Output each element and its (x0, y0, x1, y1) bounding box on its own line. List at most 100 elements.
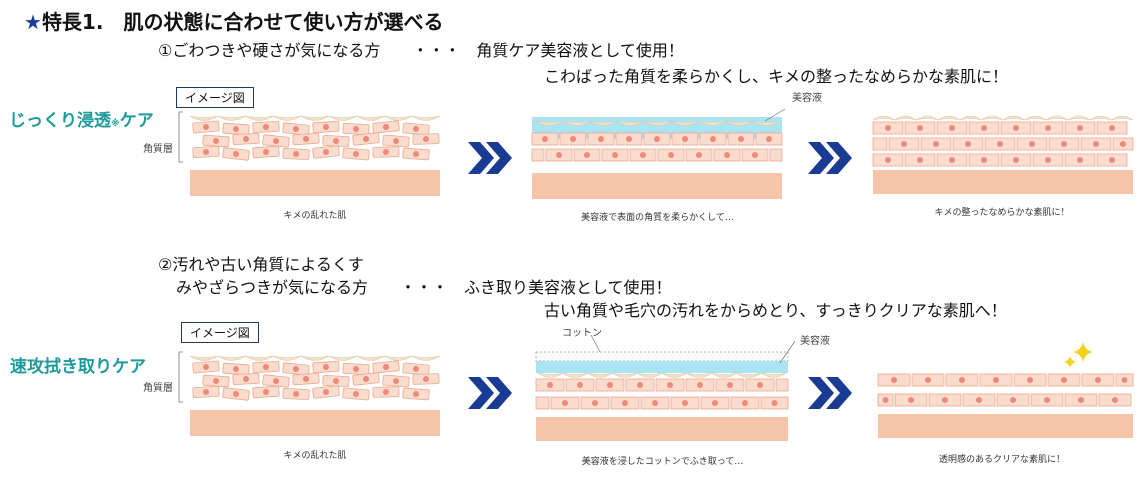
cell-nucleus (353, 366, 359, 372)
corneum-flake (761, 372, 787, 378)
section1-serum-label: 美容液 (792, 93, 822, 104)
corneum-flake (328, 115, 357, 121)
cell-nucleus (1112, 397, 1118, 403)
cell-nucleus (1093, 141, 1099, 147)
cell-nucleus (965, 141, 971, 147)
corneum-flake (328, 355, 357, 361)
section2-subheading: 古い角質や毛穴の汚れをからめとり、すっきりクリアな素肌へ！ (544, 301, 1007, 320)
section1-layer-label: 角質層 (143, 144, 173, 155)
cell-nucleus (233, 151, 239, 157)
skin-cell (911, 373, 945, 387)
skin-cell (670, 396, 700, 410)
cell-nucleus (925, 377, 931, 383)
skin-cell (610, 396, 640, 410)
skin-cell (877, 373, 911, 387)
cell-nucleus (1045, 157, 1051, 163)
skin-cell (252, 385, 280, 399)
section2-caption-1: キメの乱れた肌 (283, 451, 347, 461)
cell-nucleus (363, 376, 369, 382)
section1-heading: ①ごわつきや硬さが気になる方 ・・・ 角質ケア美容液として使用！ (158, 41, 684, 60)
cell-nucleus (682, 136, 688, 142)
skin-cell (342, 147, 370, 161)
cell-nucleus (293, 151, 299, 157)
skin-cell (252, 145, 280, 159)
cell-nucleus (423, 136, 429, 142)
cell-nucleus (752, 152, 758, 158)
skin-cell (322, 375, 350, 387)
skin-cell (1000, 121, 1032, 135)
cotton-pad (535, 351, 789, 362)
cell-nucleus (303, 136, 309, 142)
cell-nucleus (901, 141, 907, 147)
skin-cell (640, 396, 670, 410)
corneum-flake (736, 372, 762, 378)
skin-cell (312, 360, 340, 374)
corneum-flake (894, 115, 917, 121)
sparkle-icon (1064, 356, 1076, 368)
cell-nucleus (413, 126, 419, 132)
skin-cell (372, 146, 400, 158)
cell-nucleus (413, 366, 419, 372)
skin-cell (745, 378, 775, 392)
cell-nucleus (323, 364, 329, 370)
skin-cell (531, 132, 559, 146)
section2-caption-2: 美容液を浸したコットンでふき取って… (581, 457, 744, 467)
skin-cell (920, 137, 952, 151)
skin-cell (282, 148, 310, 160)
skin-cell (342, 387, 370, 401)
cell-nucleus (353, 151, 359, 157)
cell-nucleus (654, 136, 660, 142)
corneum-flake (356, 115, 385, 121)
chevron-icon (468, 142, 494, 174)
skin-cell (322, 135, 350, 147)
skin-cell (996, 393, 1030, 407)
cell-nucleus (771, 400, 778, 406)
corneum-flake (189, 115, 218, 121)
cell-nucleus (1061, 141, 1067, 147)
skin-cell (699, 132, 727, 146)
corneum-flake (1024, 115, 1047, 121)
skin-cell (601, 148, 629, 162)
chevron-icon (468, 377, 494, 409)
skin-cell (580, 396, 610, 410)
cell-nucleus (293, 366, 299, 372)
cell-nucleus (710, 136, 716, 142)
cell-nucleus (383, 364, 389, 370)
corneum-flake (217, 355, 246, 361)
cell-nucleus (562, 400, 568, 406)
corneum-flake (587, 372, 613, 378)
cell-nucleus (413, 151, 419, 157)
cell-nucleus (263, 124, 269, 130)
cotton-leader-line (590, 335, 601, 353)
skin-cell (535, 396, 550, 410)
skin-cell (382, 134, 410, 148)
cell-nucleus (607, 382, 613, 388)
sparkle-icon (1073, 342, 1093, 362)
dermis-layer (190, 410, 440, 436)
cell-nucleus (1109, 125, 1115, 131)
cell-nucleus (323, 389, 329, 395)
cell-nucleus (668, 152, 674, 158)
cell-nucleus (556, 152, 562, 158)
corneum-flake (300, 355, 330, 361)
cell-nucleus (908, 397, 914, 403)
cell-nucleus (637, 382, 643, 388)
section1-caption-1: キメの乱れた肌 (283, 211, 347, 221)
cell-nucleus (682, 400, 688, 406)
cell-nucleus (413, 391, 419, 397)
skin-cell (1032, 121, 1064, 135)
cell-nucleus (1078, 397, 1084, 403)
skin-cell (629, 148, 657, 162)
skin-cell (550, 396, 580, 410)
cell-nucleus (333, 378, 339, 384)
skin-cell (962, 393, 996, 407)
skin-cell (615, 132, 643, 146)
section1-caption-2: 美容液で表面の角質を柔らかくして… (581, 213, 734, 223)
layer-bracket (178, 111, 183, 163)
skin-cell (312, 120, 340, 134)
skin-cell (945, 373, 979, 387)
serum-leader-line (764, 108, 785, 122)
serum-layer (536, 361, 788, 373)
skin-cell (1013, 373, 1047, 387)
corneum-flake (217, 115, 246, 121)
